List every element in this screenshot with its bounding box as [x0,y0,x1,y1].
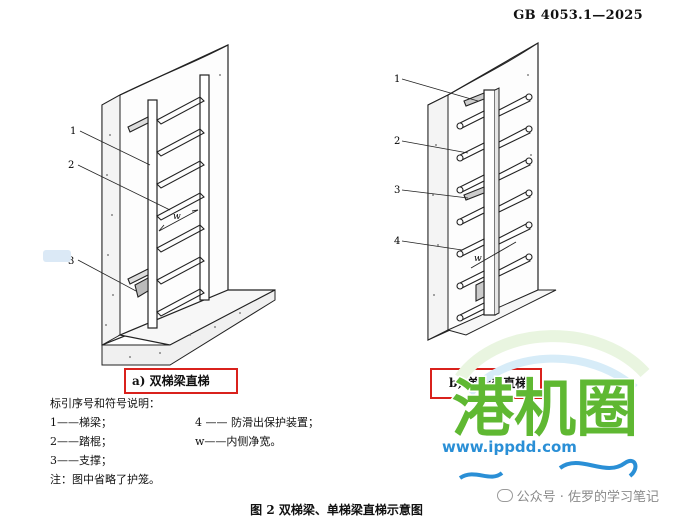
caption-a-highlight [124,368,238,394]
legend-item-1: 1——梯梁； [50,416,112,429]
wechat-icon [496,489,513,502]
caption-b-highlight [430,368,542,399]
support-brackets-b [463,92,485,302]
side-logo-mark [43,250,71,262]
figure-caption: 图 2 双梯梁、单梯梁直梯示意图 [250,503,423,517]
ladder-rails-a [147,74,210,329]
callout-b-4: 4 [394,236,400,247]
width-dimension-a [158,209,199,232]
watermark-account-text: 公众号 · 佐罗的学习笔记 [516,490,659,505]
ladder-rungs-a [156,96,205,317]
callout-b-2: 2 [394,136,400,147]
figure-b-drawing: w 1 2 3 4 [394,41,557,341]
legend-title: 标引序号和符号说明： [50,397,160,410]
caption-b: b) 单梯梁直梯 [449,376,528,390]
watermark-url: www.ippdd.com [442,438,577,456]
watermark-logo: 港机圈 [451,330,650,480]
legend-item-w: w——内侧净宽。 [195,435,282,448]
legend-item-3: 3——支撑； [50,454,112,467]
callout-b-1: 1 [394,74,400,85]
support-brackets-a [127,116,149,298]
width-symbol-b: w [474,254,482,264]
callout-a-3: 3 [68,256,74,267]
callout-a-1: 1 [70,126,76,137]
caption-a: a) 双梯梁直梯 [132,374,210,388]
legend-item-2: 2——踏棍； [50,435,112,448]
ladder-rail-b [483,87,500,316]
callout-a-2: 2 [68,160,74,171]
callouts-b [401,78,479,251]
standard-number: GB 4053.1—2025 [513,8,643,23]
legend-item-4: 4 —— 防滑出保护装置； [195,416,319,429]
width-symbol-a: w [173,212,181,222]
ladder-rungs-b [456,93,533,322]
watermark-account: 公众号 · 佐罗的学习笔记 [496,486,659,505]
figure-a-drawing: w 1 2 3 [68,44,276,366]
legend-note: 注：图中省略了护笼。 [50,473,160,486]
watermark-logo-text: 港机圈 [452,372,638,445]
callout-b-3: 3 [394,185,400,196]
callouts-a [77,130,171,292]
width-dimension-b [470,241,517,269]
wall-structure-a [101,44,276,366]
